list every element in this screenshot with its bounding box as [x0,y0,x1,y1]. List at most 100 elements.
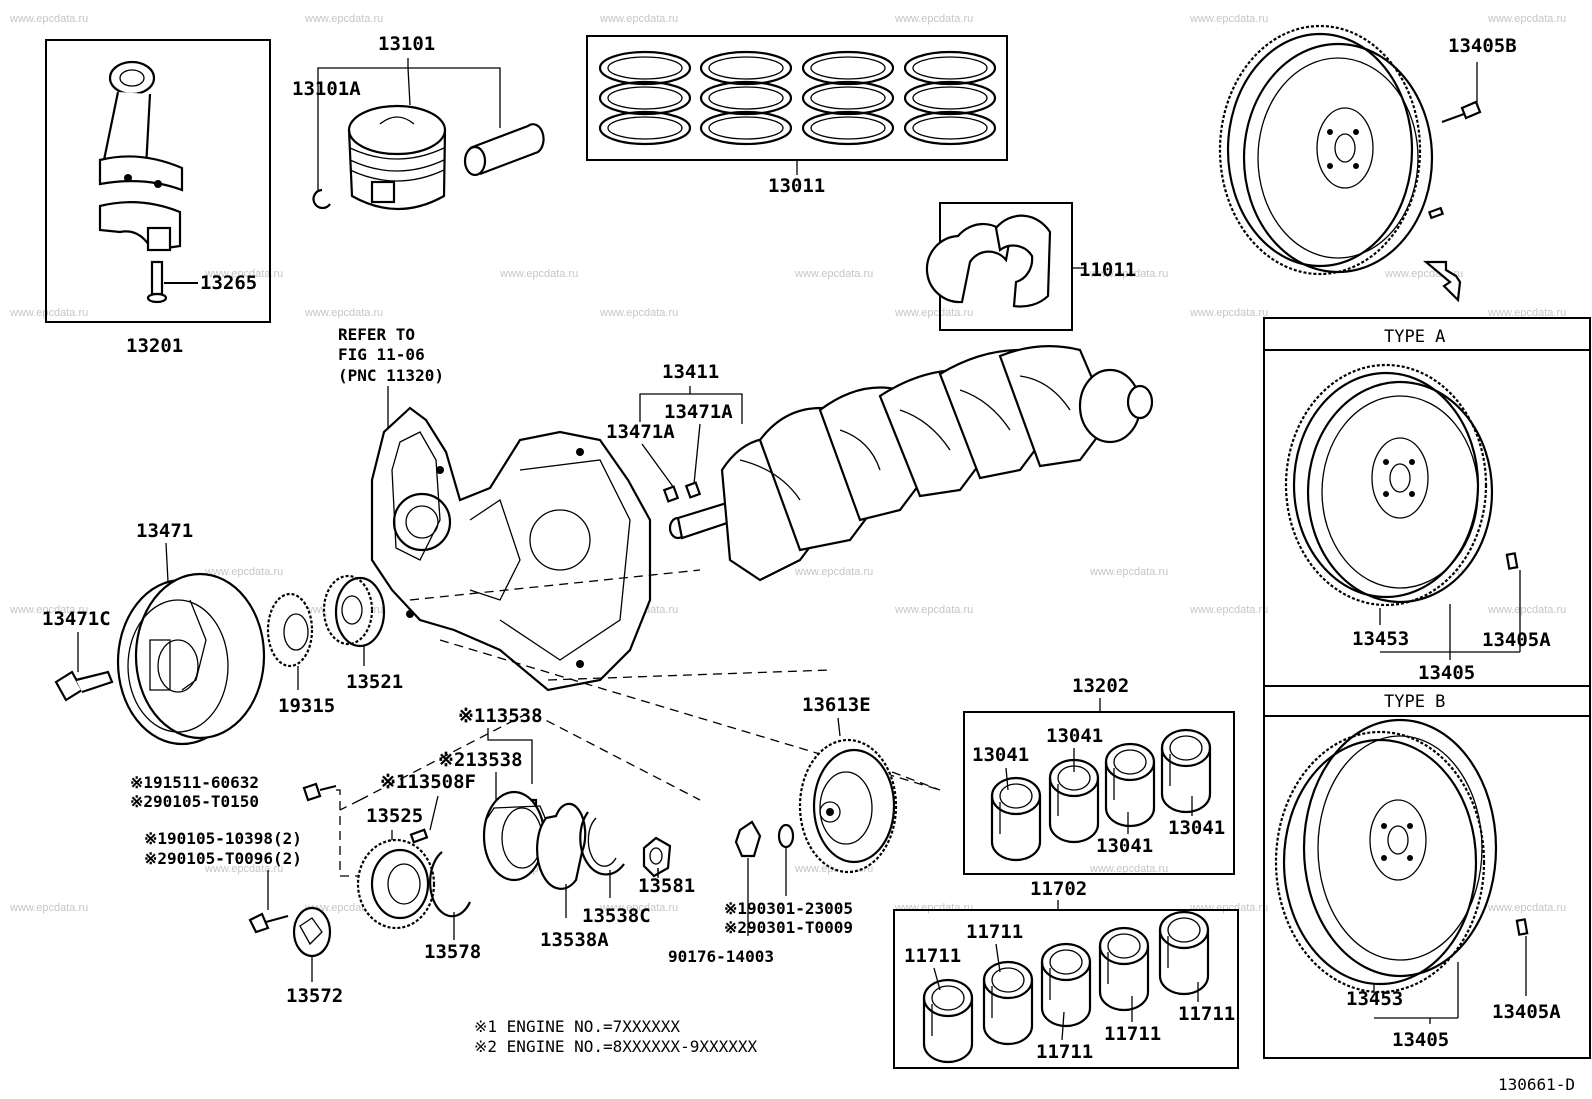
label-13405a-a: 13405A [1482,629,1551,651]
watermark: www.epcdata.ru [9,902,88,914]
label-13471a-2: 13471A [606,421,675,443]
watermark: www.epcdata.ru [894,902,973,914]
refer-line2: FIG 11-06 [338,345,425,364]
crankshaft-group: 13411 13471A 13471A [606,345,1154,582]
label-11711-e: 11711 [1178,1003,1235,1025]
plate-13613e-drawing [798,738,898,874]
timing-gears-group: 19315 13521 [266,574,403,717]
label-13041-d: 13041 [1168,817,1225,839]
pulley-bolt-drawing [54,670,114,702]
ring-set-1 [598,50,692,146]
refer-line3: (PNC 11320) [338,366,444,385]
ring-set-3 [801,50,895,146]
crank-gear-13521-drawing [322,574,386,666]
crankshaft-drawing [668,345,1154,582]
label-90176: 90176-14003 [668,947,774,966]
label-13041-c: 13041 [1096,835,1153,857]
label-washer-pn2: ※290301-T0009 [724,918,853,937]
watermark: www.epcdata.ru [9,604,88,616]
snap-ring-drawing [312,188,331,210]
label-13538a: 13538A [540,929,609,951]
watermark: www.epcdata.ru [304,307,383,319]
flywheel-bolt-drawing [1441,62,1482,123]
gear-13525-drawing [356,838,436,930]
label-13471c: 13471C [42,608,111,630]
watermark: www.epcdata.ru [1487,307,1566,319]
conrod-box [45,39,271,323]
label-13525: 13525 [366,805,423,827]
watermark: www.epcdata.ru [204,268,283,280]
lower-left-parts-group: ※191511-60632 ※290105-T0150 ※190105-1039… [130,705,701,1007]
label-11711-c: 11711 [1036,1041,1093,1063]
label-13521: 13521 [346,671,403,693]
label-13202: 13202 [1072,675,1129,697]
label-13265: 13265 [200,272,257,294]
label-11711-a: 11711 [904,945,961,967]
seal-13538a-drawing [536,802,587,918]
label-13405-a: 13405 [1418,662,1475,684]
flywheel-type-b-drawing [1274,718,1529,994]
label-13041-a: 13041 [972,744,1029,766]
watermark: www.epcdata.ru [599,13,678,25]
label-note-13538-1: ※113538 [458,705,543,727]
bearing-11711 [1158,910,1210,996]
watermark: www.epcdata.ru [1487,13,1566,25]
watermark: www.epcdata.ru [1189,902,1268,914]
conrod-bearings-group: 13202 13041 13041 13041 13041 [963,675,1235,875]
watermark: www.epcdata.ru [894,307,973,319]
bearing-11711 [1040,942,1092,1028]
label-13453-b: 13453 [1346,988,1403,1010]
pulley-group: 13471 13471C [42,520,266,746]
label-13201: 13201 [126,335,183,357]
flywheel-types-group: TYPE A TYPE B 13453 13405A 13405 [1263,317,1591,1059]
arrow-icon [1422,260,1462,303]
label-bolt-pn2: ※290105-T0150 [130,792,259,811]
watermark: www.epcdata.ru [499,268,578,280]
types-box [1263,317,1591,1059]
note-engine-1: ※1 ENGINE NO.=7XXXXXX [474,1017,680,1036]
label-13405a-b: 13405A [1492,1001,1561,1023]
bearing-13041 [1160,728,1212,814]
watermark: www.epcdata.ru [599,307,678,319]
seal-plate-drawing [482,790,547,882]
watermark: www.epcdata.ru [1487,902,1566,914]
label-13581: 13581 [638,875,695,897]
figure-code: 130661-D [1498,1075,1575,1094]
ring-13578-drawing [429,851,471,918]
watermark: www.epcdata.ru [599,902,678,914]
bearing-13041 [1104,742,1156,828]
watermark: www.epcdata.ru [794,566,873,578]
watermark: www.epcdata.ru [9,13,88,25]
label-bolt-pn1: ※191511-60632 [130,773,259,792]
bolt-13572-drawing [248,912,289,934]
thrust-washer-drawing [925,222,1012,304]
label-13572: 13572 [286,985,343,1007]
watermark: www.epcdata.ru [894,604,973,616]
washer-drawing [777,823,795,896]
label-11711-b: 11711 [966,921,1023,943]
watermark: www.epcdata.ru [204,566,283,578]
ring-set-4 [903,50,997,146]
watermark: www.epcdata.ru [1089,863,1168,875]
label-13453-a: 13453 [1352,628,1409,650]
bearing-13041 [1048,758,1100,844]
watermark: www.epcdata.ru [1189,604,1268,616]
bushing-drawing [734,820,762,936]
flywheel-top-group: 13405B [1218,24,1517,303]
snap-ring-13538c-drawing [579,811,625,898]
crank-pulley-drawing [116,572,266,746]
label-bolt-pn4: ※290105-T0096(2) [144,849,302,868]
label-13578: 13578 [424,941,481,963]
label-13101: 13101 [378,33,435,55]
bearing-13041 [990,776,1042,862]
label-note-13538-2: ※213538 [438,749,523,771]
watermark: www.epcdata.ru [794,268,873,280]
rings-box [586,35,1008,161]
label-13471: 13471 [136,520,193,542]
piston-drawing [347,104,447,210]
label-13405-b: 13405 [1392,1029,1449,1051]
label-13471a-1: 13471A [664,401,733,423]
watermark: www.epcdata.ru [1089,566,1168,578]
conrod-bearings-box [963,711,1235,875]
